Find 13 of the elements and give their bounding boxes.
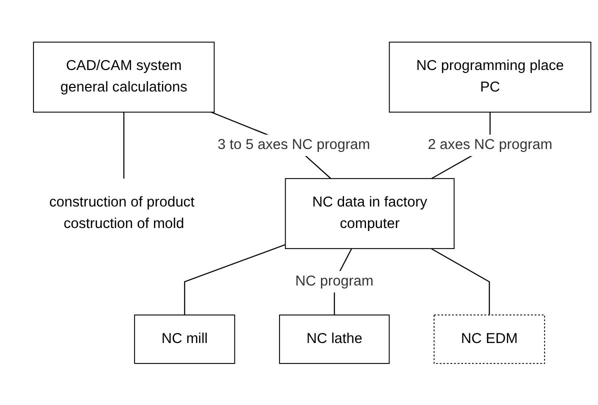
node-box: NC lathe — [279, 314, 390, 364]
node-box: NC programming place PC — [388, 41, 592, 112]
connector — [184, 244, 286, 315]
node-box: NC data in factory computer — [284, 178, 455, 249]
node-box: NC EDM — [434, 314, 546, 364]
edge-label: 3 to 5 axes NC program — [218, 136, 370, 152]
node-text: construction of product costruction of mold — [49, 194, 194, 232]
node-box: NC mill — [134, 314, 236, 364]
edge-label: 2 axes NC program — [428, 136, 552, 152]
node-box: CAD/CAM system general calculations — [33, 41, 215, 112]
edge-label: NC program — [295, 273, 374, 289]
connector — [123, 112, 124, 178]
connector — [430, 248, 490, 315]
